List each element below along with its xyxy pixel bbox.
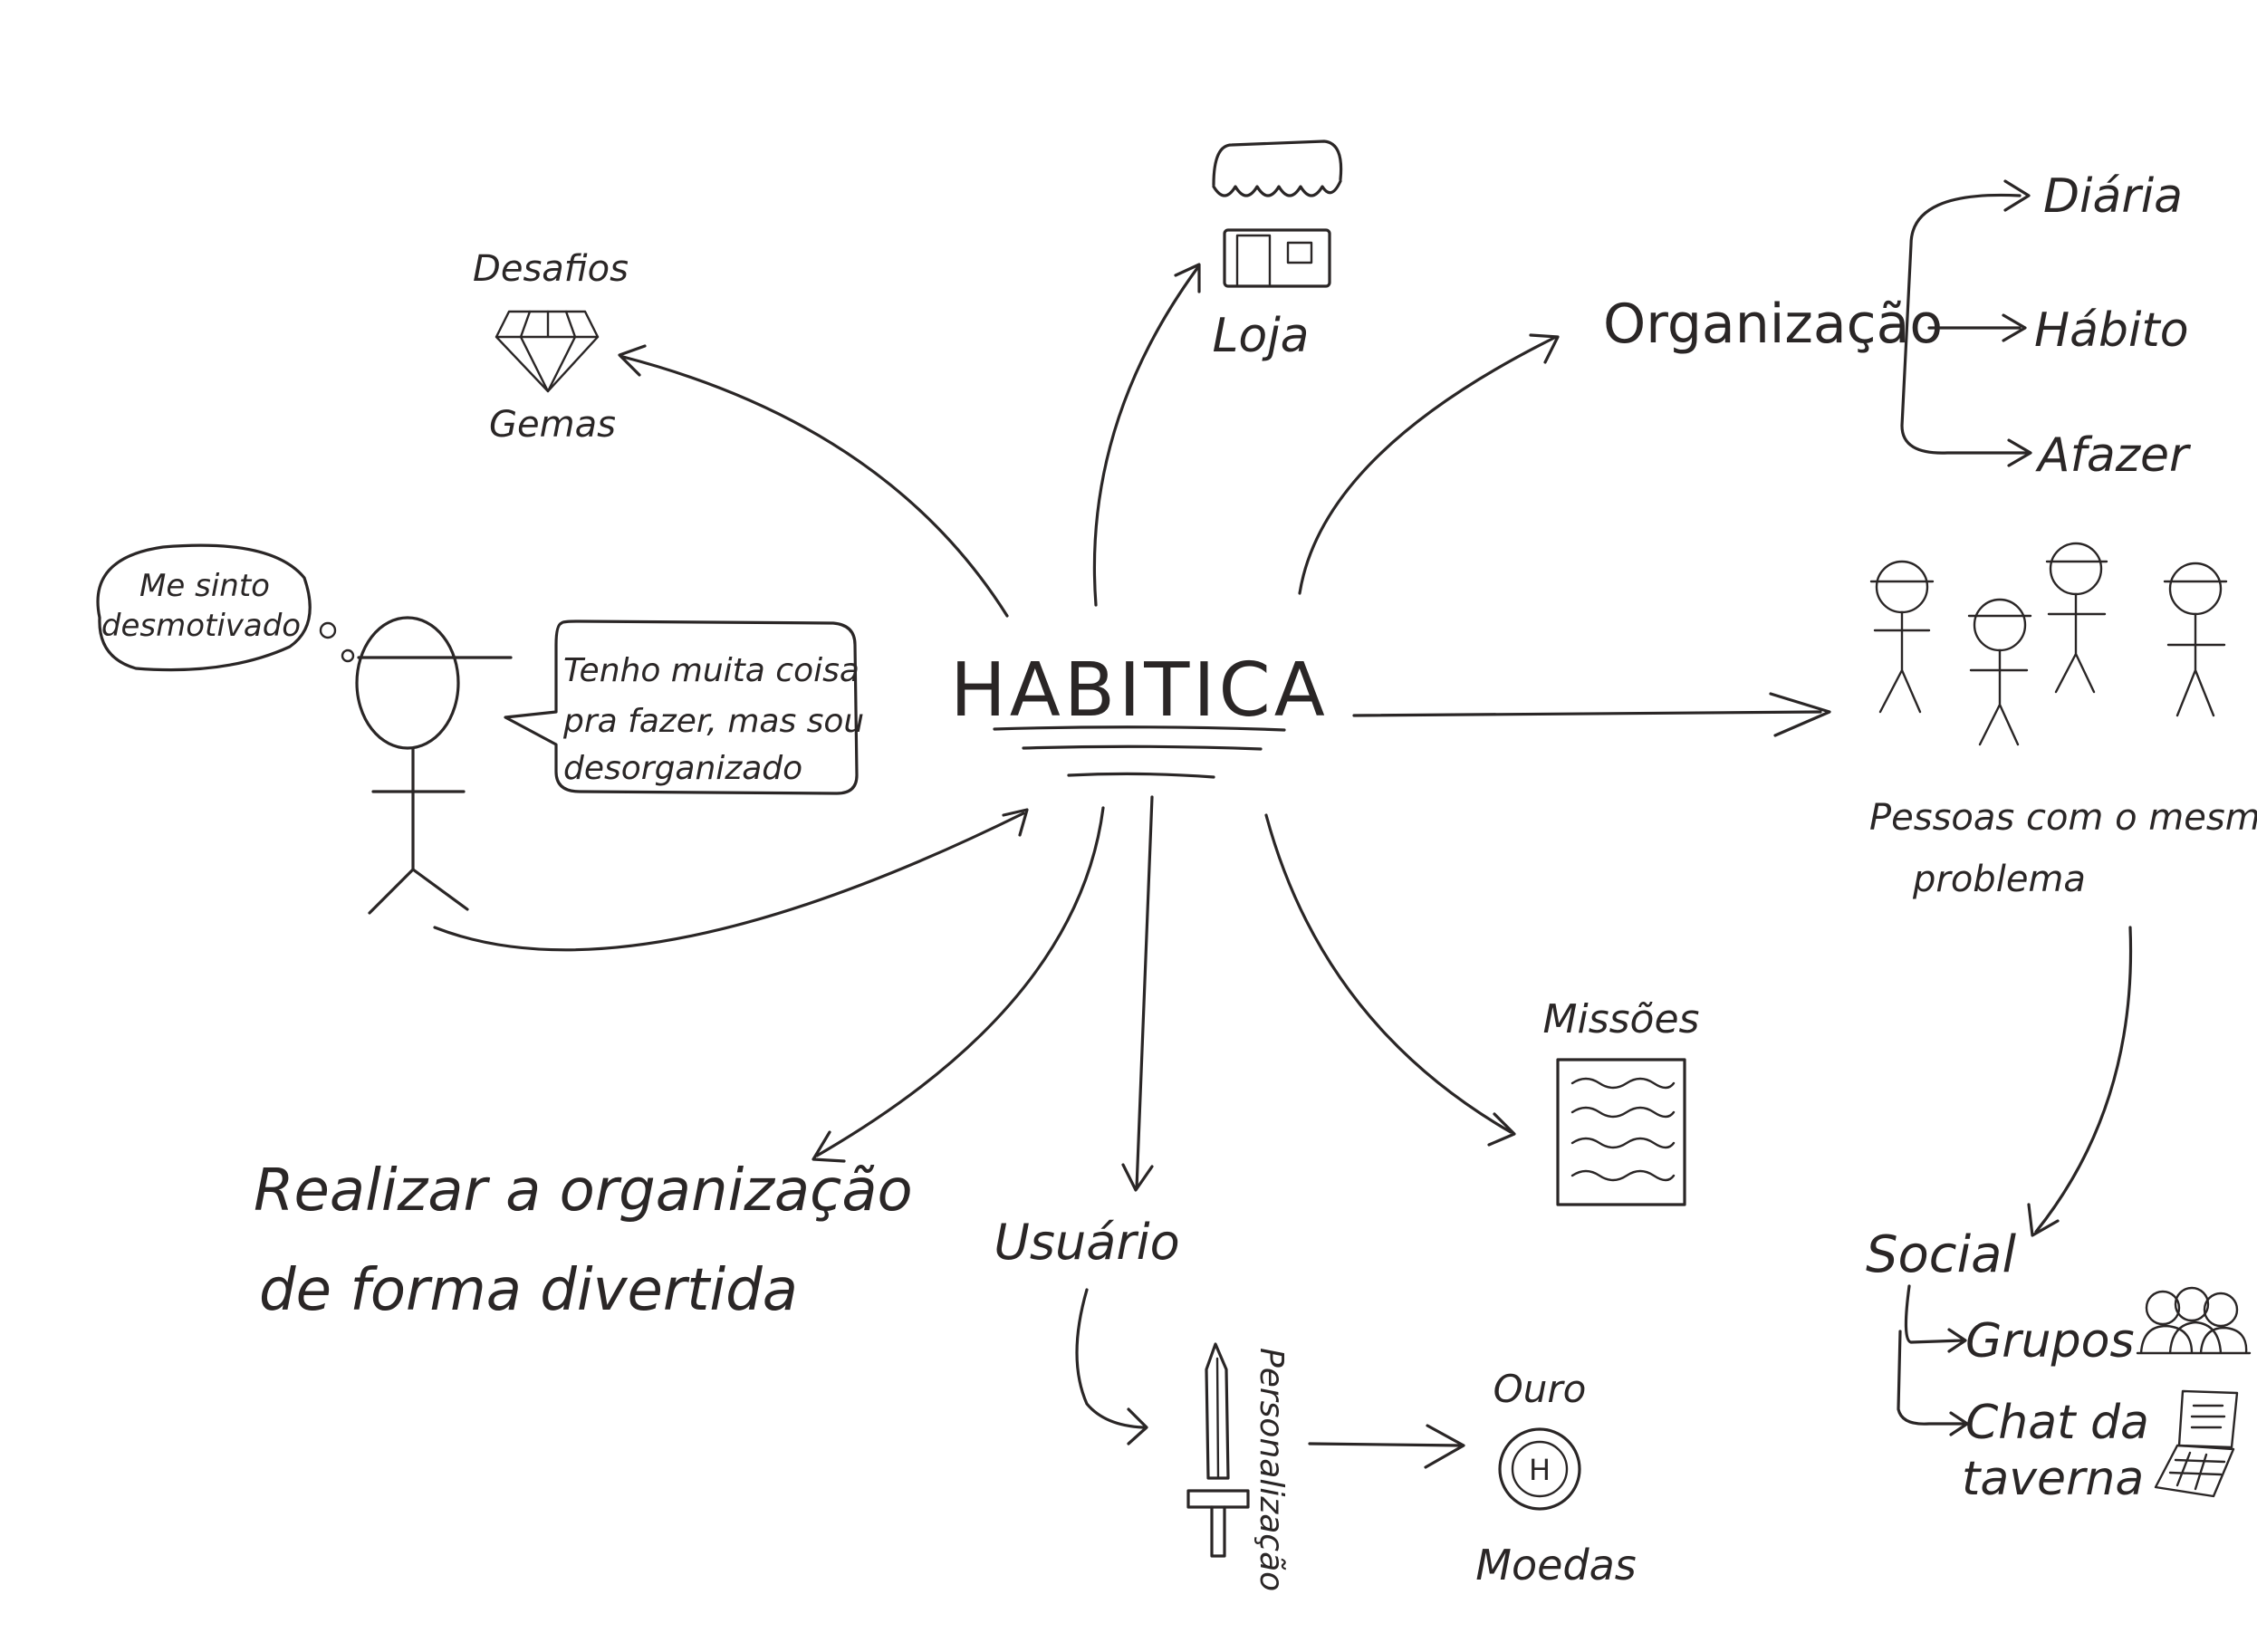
gem-icon (495, 310, 600, 393)
arrowhead-missoes (1487, 1112, 1516, 1147)
moedas-label: Moedas (1475, 1541, 1637, 1590)
thought-line1: Me sinto (139, 568, 270, 604)
missoes-label: Missões (1543, 996, 1700, 1042)
diaria-label: Diária (2043, 169, 2183, 224)
center-underline-1 (993, 725, 1286, 732)
center-node: HABITICA (950, 648, 1329, 779)
chat-label-line1: Chat da (1965, 1396, 2149, 1450)
speech-bubble: Tenho muita coisa pra fazer, mas sou des… (504, 620, 864, 795)
svg-text:H: H (1529, 1453, 1551, 1487)
stick-person-icon (355, 616, 513, 915)
social-node: Social Grupos Chat da taverna (1866, 1225, 2252, 1506)
arrowhead-usuario (1121, 1163, 1154, 1192)
loja-node: Loja (1212, 139, 1343, 363)
arrow-to-pessoas (1352, 710, 1822, 717)
pessoas-node: Pessoas com o mesmo problema (1869, 542, 2257, 1237)
arrowhead-user-center (1002, 808, 1029, 837)
arrow-to-usuario (1135, 795, 1154, 1190)
gemas-label: Gemas (489, 404, 616, 446)
arrow-to-personalizacao (1075, 1288, 1145, 1429)
chat-label-line2: taverna (1962, 1452, 2144, 1506)
center-underline-2 (1022, 744, 1263, 751)
pessoas-label-line1: Pessoas com o mesmo (1869, 797, 2257, 839)
sword-icon (1186, 1342, 1250, 1558)
arrow-to-loja (1092, 266, 1199, 607)
desafios-label: Desafios (473, 248, 629, 290)
connector-arrows (433, 263, 1831, 1192)
coin-icon: H (1498, 1427, 1581, 1511)
arrowhead-personalizacao (1127, 1407, 1148, 1446)
group-icon (2136, 1286, 2252, 1355)
missoes-node: Missões (1543, 996, 1700, 1206)
stick-figure-4 (2163, 562, 2228, 717)
speech-line2: pra fazer, mas sou (562, 703, 864, 740)
pessoas-label-line2: problema (1912, 859, 2086, 900)
arrow-to-missoes (1264, 813, 1513, 1134)
shop-icon (1212, 139, 1343, 288)
arrowhead-realizar (812, 1130, 846, 1163)
arrowhead-chat (1949, 1411, 1969, 1436)
arrow-to-desafios (621, 355, 1009, 618)
arrow-to-realizar (815, 806, 1105, 1157)
personalizacao-label: Personalização (1253, 1348, 1290, 1591)
arrowhead-loja (1174, 263, 1201, 293)
organizacao-label: Organização (1603, 293, 1943, 356)
organizacao-node: Organização Diária Hábito Afazer (1603, 169, 2192, 483)
arrow-user-to-center (433, 812, 1025, 952)
arrowhead-organizacao (1529, 333, 1560, 364)
thought-bubble: Me sinto desmotivado (96, 543, 355, 672)
stick-figure-1 (1869, 560, 1935, 714)
afazer-label: Afazer (2035, 428, 2192, 483)
speech-line1: Tenho muita coisa (563, 652, 860, 689)
stick-figure-3 (2045, 542, 2108, 694)
laptop-icon (2154, 1389, 2239, 1498)
habito-label: Hábito (2034, 303, 2189, 358)
usuario-label: Usuário (994, 1214, 1179, 1271)
arrowhead-pessoas (1769, 692, 1831, 737)
arrow-to-organizacao (1298, 335, 1558, 595)
stick-figure-2 (1967, 598, 2032, 746)
arrowhead-afazer (2007, 438, 2032, 467)
realizar-node: Realizar a organização de forma divertid… (254, 1157, 913, 1324)
arrowhead-grupos (1947, 1328, 1967, 1353)
loja-label: Loja (1212, 309, 1309, 363)
center-underline-3 (1067, 772, 1215, 779)
speech-line3: desorganizado (563, 750, 802, 787)
usuario-node: Usuário Personalização Ouro H Moedas (994, 1214, 1636, 1591)
arrowhead-social (2027, 1203, 2060, 1237)
arrowhead-habito (2002, 313, 2027, 342)
social-label: Social (1866, 1225, 2016, 1284)
arrowhead-desafios (618, 344, 647, 377)
user-figure: Me sinto desmotivado Tenho muita coisa p… (96, 543, 864, 915)
realizar-label-line2: de forma divertida (259, 1257, 798, 1324)
branch-brace (1900, 193, 2031, 455)
ouro-label: Ouro (1493, 1367, 1587, 1411)
desafios-node: Desafios Gemas (473, 248, 629, 446)
arrow-to-moedas (1308, 1442, 1464, 1447)
thought-line2: desmotivado (101, 608, 301, 644)
arrowhead-moedas (1424, 1424, 1465, 1469)
realizar-label-line1: Realizar a organização (254, 1157, 913, 1225)
social-branch (1897, 1284, 1967, 1426)
arrow-to-social (2034, 926, 2133, 1234)
grupos-label: Grupos (1965, 1314, 2135, 1369)
scroll-icon (1556, 1058, 1686, 1206)
arrowhead-diaria (2003, 179, 2031, 212)
center-title: HABITICA (950, 648, 1329, 734)
